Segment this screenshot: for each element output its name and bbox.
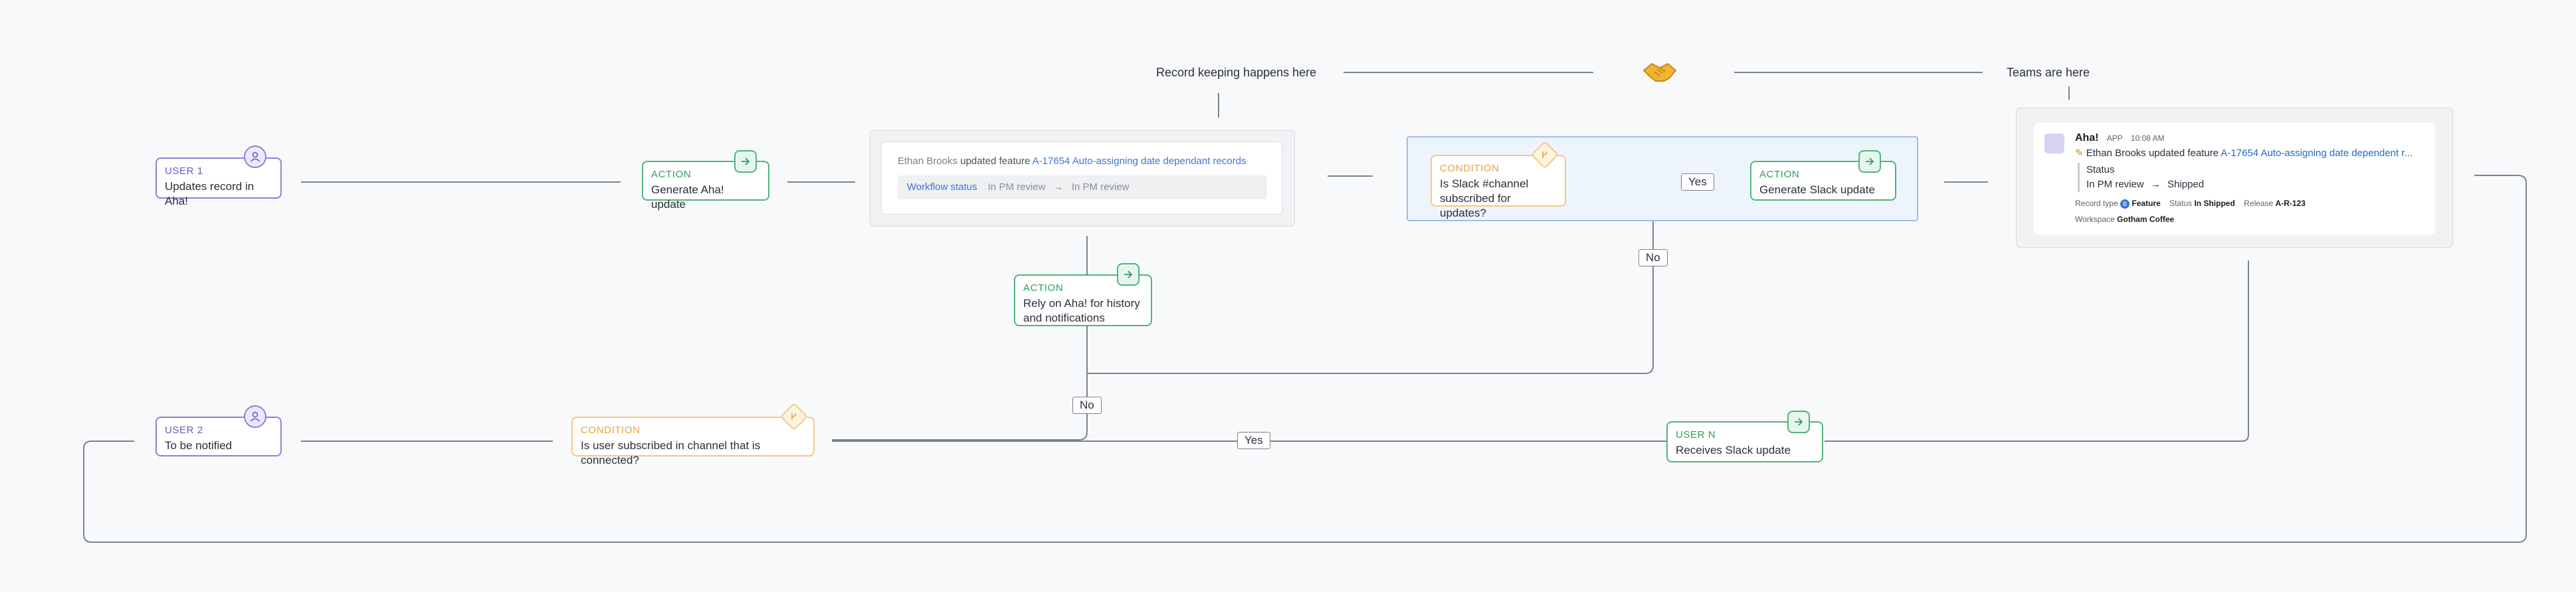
slack-body-prefix: Ethan Brooks updated feature [2086,148,2219,159]
record-field-name: Workflow status [907,181,977,193]
meta-status-value: In Shipped [2194,199,2235,208]
userN-text: Receives Slack update [1676,444,1791,456]
label-no-mid: No [1072,397,1102,414]
condition-kind: CONDITION [1440,163,1500,174]
user1-text: Updates record in Aha! [165,180,254,207]
record-activity-line: Ethan Brooks updated feature A-17654 Aut… [898,155,1246,167]
quote-from: In PM review [2086,179,2144,190]
caption-record-keeping: Record keeping happens here [1156,66,1317,79]
userN-kind: USER N [1676,429,1716,441]
record-field-change: Workflow status In PM review → In PM rev… [898,175,1267,199]
record-verb: updated feature [960,155,1031,167]
arrow-right-icon: → [2150,179,2161,190]
action-kind: ACTION [1023,282,1064,294]
workspace-label: Workspace [2075,215,2115,224]
condition-text: Is user subscribed in channel that is co… [581,439,761,466]
record-actor: Ethan Brooks [898,155,958,167]
arrow-right-icon [734,150,757,173]
action-kind: ACTION [651,169,692,180]
user2-kind: USER 2 [165,425,203,436]
user2-node[interactable]: USER 2 To be notified [155,417,282,456]
meta-record-type-label: Record type [2075,199,2118,208]
slack-message-workspace: Workspace Gotham Coffee [2075,215,2174,224]
action-generate-aha-node[interactable]: ACTION Generate Aha! update [642,161,769,211]
record-to-value: In PM review [1071,181,1130,193]
meta-release-value: A-R-123 [2275,199,2306,208]
meta-release-label: Release [2244,199,2274,208]
label-no-top: No [1638,249,1668,266]
slack-message-body: ✎ Ethan Brooks updated feature A-17654 A… [2075,147,2427,159]
action-text: Generate Slack update [1759,183,1875,196]
feature-emoji-icon: ✎ [2075,148,2084,159]
slack-body-link[interactable]: A-17654 Auto-assigning date dependent r.… [2221,148,2413,159]
quote-title: Status [2086,164,2115,175]
slack-app-tag: APP [2106,134,2123,143]
caption-teams: Teams are here [2007,66,2090,79]
slack-message-card: Aha! APP 10:08 AM ✎ Ethan Brooks updated… [2016,108,2453,248]
arrow-right-icon [1858,150,1881,173]
condition-text: Is Slack #channel subscribed for updates… [1440,177,1529,219]
slack-app-name[interactable]: Aha! [2075,132,2099,144]
branch-icon [779,402,809,431]
action-text: Rely on Aha! for history and notificatio… [1023,297,1140,324]
action-kind: ACTION [1759,169,1800,180]
user-icon [244,146,266,168]
arrow-right-icon [1787,411,1810,433]
user1-kind: USER 1 [165,165,203,177]
user-icon [244,405,266,428]
slack-message-header: Aha! APP 10:08 AM [2075,132,2165,144]
label-yes-bottom: Yes [1237,432,1270,449]
record-from-value: In PM review [987,181,1046,193]
aha-record-card: Ethan Brooks updated feature A-17654 Aut… [870,130,1295,227]
condition-kind: CONDITION [581,425,641,436]
action-text: Generate Aha! update [651,183,724,211]
arrow-right-icon [1117,263,1139,286]
condition-channel-node[interactable]: CONDITION Is user subscribed in channel … [571,417,815,466]
arrow-right-icon: → [1053,181,1064,193]
slack-message-time: 10:08 AM [2130,134,2165,143]
label-yes-top: Yes [1681,173,1714,191]
slack-message-quote: Status In PM review → Shipped [2078,163,2204,192]
meta-record-type-value: Feature [2131,199,2161,208]
feature-type-icon: B [2120,199,2130,209]
slack-message-meta: Record type B Feature Status In Shipped … [2075,199,2306,209]
aha-record-inner: Ethan Brooks updated feature A-17654 Aut… [881,142,1282,215]
slack-message-inner: Aha! APP 10:08 AM ✎ Ethan Brooks updated… [2034,123,2435,235]
user2-text: To be notified [165,439,233,452]
handshake-icon [1641,58,1678,85]
quote-change: In PM review → Shipped [2086,177,2204,192]
app-avatar-icon [2044,134,2064,153]
workspace-value: Gotham Coffee [2117,215,2175,224]
quote-to: Shipped [2167,179,2205,190]
meta-status-label: Status [2169,199,2193,208]
branch-icon [1530,140,1559,169]
record-feature-link[interactable]: A-17654 Auto-assigning date dependant re… [1032,155,1246,167]
